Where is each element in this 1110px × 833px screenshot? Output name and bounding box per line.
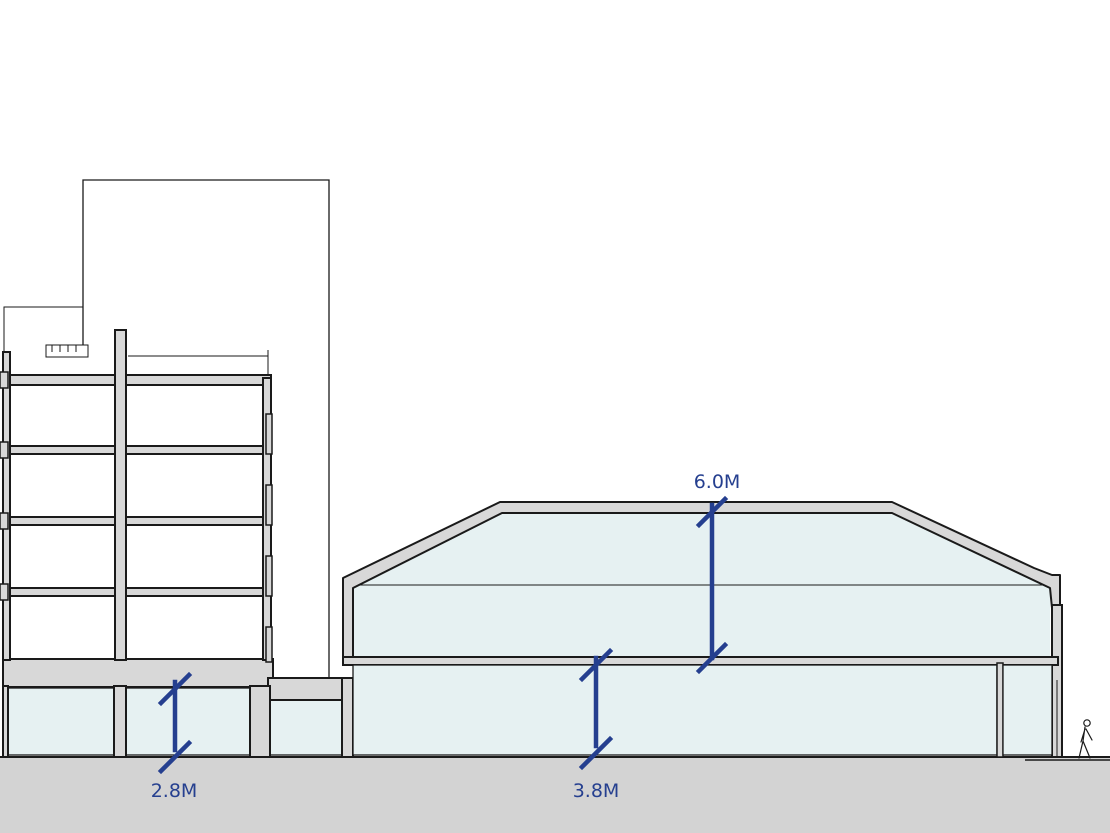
floor-slab: [2, 516, 272, 526]
dimension-tick: [157, 671, 193, 707]
dimension-label-6-0m: 6.0M: [694, 471, 741, 493]
office-floor-slabs: [2, 374, 347, 701]
lower-hall-column: [996, 662, 1004, 758]
person-head: [1083, 719, 1091, 727]
dimension-label-3-8m: 3.8M: [573, 780, 620, 802]
dimension-label-2-8m: 2.8M: [151, 780, 198, 802]
ground: [0, 757, 1110, 833]
central-column: [114, 329, 127, 661]
background-rooftop-structure: [3, 306, 83, 355]
transfer-slab: [2, 658, 274, 688]
slab-edge: [265, 484, 273, 526]
person-body: [1078, 726, 1093, 759]
hall-mezzanine-slab: [342, 656, 1059, 666]
floor-slab: [2, 587, 272, 597]
ground-left-column: [2, 685, 9, 758]
dimension-6-0m: [695, 495, 729, 675]
dimension-2-8m: [157, 671, 193, 775]
ground-floor-glazing: [269, 699, 343, 756]
slab-edge: [265, 555, 273, 597]
roof-slab: [2, 374, 272, 386]
slab-edge: [0, 441, 9, 459]
dimension-tick: [695, 495, 729, 529]
slab-edge: [265, 626, 273, 663]
floor-slab: [2, 445, 272, 455]
background-building-outline: [82, 179, 330, 678]
left-column: [2, 351, 11, 661]
link-wall: [341, 677, 354, 758]
ground-floor-glazing: [7, 687, 115, 756]
dimension-3-8m: [578, 647, 614, 771]
ground-right-wall: [249, 685, 271, 758]
link-slab: [267, 677, 347, 701]
dimension-tick: [695, 641, 729, 675]
person-scale-figure: [1078, 719, 1093, 759]
slab-edge: [0, 583, 9, 601]
slab-edge: [0, 371, 9, 389]
slab-edge: [0, 512, 9, 530]
dimension-tick: [157, 739, 193, 775]
slab-edge-details: [0, 371, 273, 663]
lower-hall-glazing: [352, 664, 998, 756]
dimension-tick: [578, 735, 614, 771]
rooftop-plant: [45, 344, 89, 358]
lower-hall-side-glazing: [1002, 664, 1053, 756]
dimension-tick: [578, 647, 614, 683]
ground-central-column: [113, 685, 127, 758]
slab-edge: [265, 413, 273, 455]
